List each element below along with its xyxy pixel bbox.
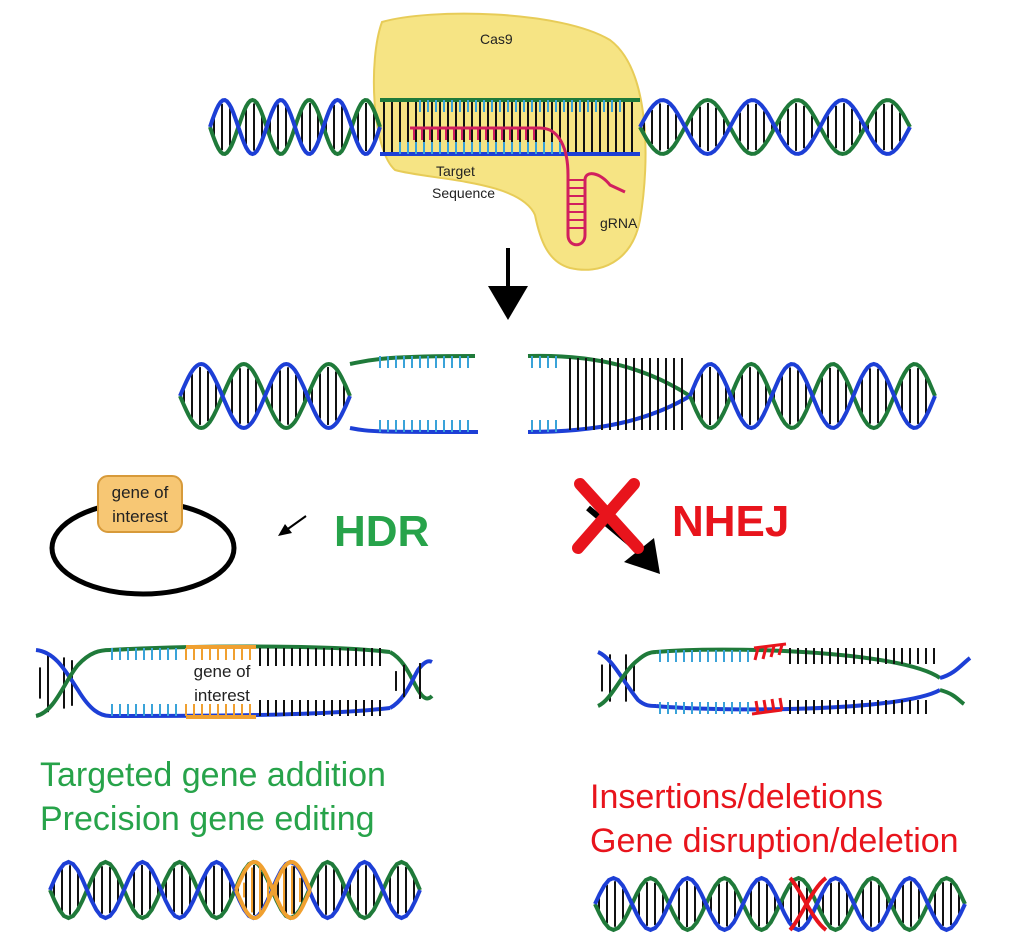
dna-strand	[688, 361, 937, 431]
hdr-arrow	[278, 515, 307, 536]
hdr-label: HDR	[334, 507, 429, 556]
nhej-outcome-line2: Gene disruption/deletion	[590, 822, 959, 860]
dna-strand	[208, 97, 382, 157]
nhej-outcome-line1: Insertions/deletions	[590, 778, 883, 816]
grna-label: gRNA	[600, 215, 638, 231]
dna-strand	[638, 97, 912, 157]
nhej-label: NHEJ	[672, 497, 789, 546]
grna-hairpin-rungs	[568, 179, 585, 229]
dna-strand	[593, 875, 967, 933]
cas9-complex: Cas9	[372, 12, 647, 271]
grna-strand	[410, 126, 626, 247]
gene-label-line2: interest	[194, 686, 250, 705]
disrupted-segment	[788, 876, 828, 932]
cas9-label: Cas9	[480, 31, 513, 47]
dna-hdr-repaired	[35, 644, 434, 719]
dna-nhej-repaired	[596, 642, 972, 716]
hdr-outcome-line2: Precision gene editing	[40, 800, 375, 838]
target-sequence	[399, 100, 621, 154]
donor-plasmid: gene of interest	[49, 475, 237, 597]
dna-strand	[234, 859, 312, 921]
indel-mutation-bottom	[751, 697, 784, 716]
target-label-line2: Sequence	[432, 185, 495, 201]
cas9-protein	[372, 12, 647, 271]
cleavage-arrow	[488, 248, 528, 320]
dna-hdr-final	[48, 859, 422, 921]
blocked-x-icon	[572, 478, 644, 554]
plasmid-gene-box	[97, 475, 183, 533]
gene-label-line1: gene of	[194, 662, 251, 681]
dna-cleaved	[178, 353, 937, 434]
plasmid-label-line1: gene of	[112, 483, 169, 502]
dna-strand	[48, 859, 422, 921]
inserted-gene-segment	[234, 859, 312, 921]
indel-mutation-top	[753, 642, 787, 661]
hdr-outcome-line1: Targeted gene addition	[40, 756, 386, 794]
target-label-line1: Target	[436, 163, 475, 179]
dna-strand	[178, 361, 352, 431]
plasmid-label-line2: interest	[112, 507, 168, 526]
dna-nhej-final	[593, 875, 967, 933]
